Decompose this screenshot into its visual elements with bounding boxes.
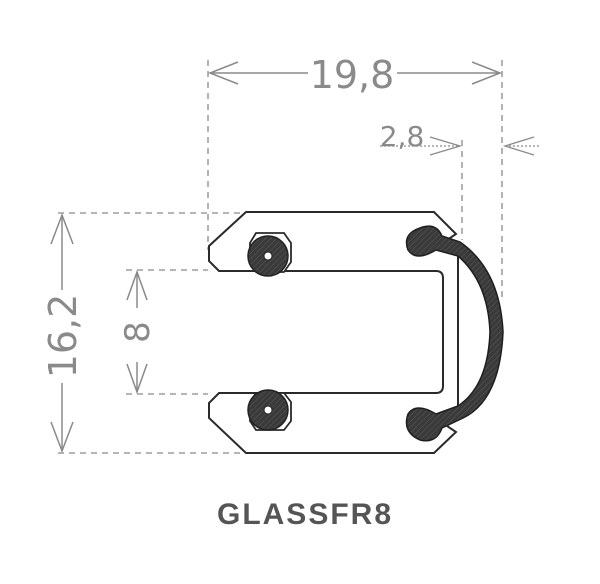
- dimension-glass-slot: [126, 269, 148, 395]
- dimension-offset-width-label: 2,8: [380, 120, 425, 153]
- glazing-screw-bottom: [247, 389, 292, 431]
- product-code-caption: GLASSFR8: [216, 498, 394, 531]
- extension-lines: [58, 60, 503, 454]
- dimension-overall-width-label: 19,8: [310, 53, 395, 97]
- dimension-overall-height-label: 16,2: [41, 294, 85, 379]
- dimension-overall-width: [207, 61, 503, 85]
- bulb-seal: [405, 225, 504, 442]
- dimension-offset-width: [380, 136, 540, 156]
- dimension-glass-slot-label: 8: [118, 321, 158, 343]
- dimension-overall-height: [50, 212, 74, 454]
- glazing-screw-top: [247, 232, 292, 277]
